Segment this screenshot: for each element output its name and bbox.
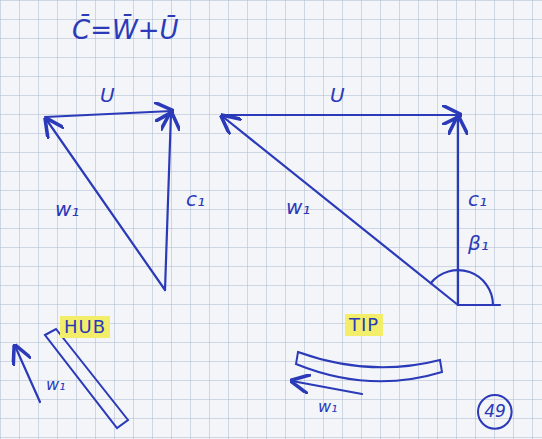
relative-velocity-vector: [46, 119, 165, 290]
vector-label: w₁: [55, 198, 79, 220]
equation: C̄=W̄+Ū: [72, 16, 178, 45]
angle-arc: [431, 270, 493, 305]
angle-label: β₁: [468, 232, 489, 254]
blade-section: [296, 352, 442, 381]
relative-velocity-vector: [222, 116, 458, 305]
blade-speed-vector: [222, 114, 460, 116]
absolute-velocity-vector: [457, 117, 459, 305]
section-label: HUB: [60, 316, 110, 338]
blade-section: [45, 329, 128, 428]
vector-label: w₁: [318, 398, 338, 416]
vector-label: c₁: [468, 188, 487, 210]
absolute-velocity-vector: [165, 113, 171, 290]
relative-velocity-vector: [292, 381, 362, 394]
vector-label: U: [330, 84, 345, 106]
vector-label: w₁: [46, 376, 66, 394]
vector-label: U: [100, 84, 115, 106]
page-number-circle: 49: [477, 394, 513, 430]
relative-velocity-vector: [15, 346, 40, 402]
blade-speed-vector: [45, 111, 172, 117]
page-number: 49: [484, 403, 506, 420]
vector-label: c₁: [186, 188, 205, 210]
section-label: TIP: [345, 314, 383, 336]
vector-label: w₁: [286, 196, 310, 218]
